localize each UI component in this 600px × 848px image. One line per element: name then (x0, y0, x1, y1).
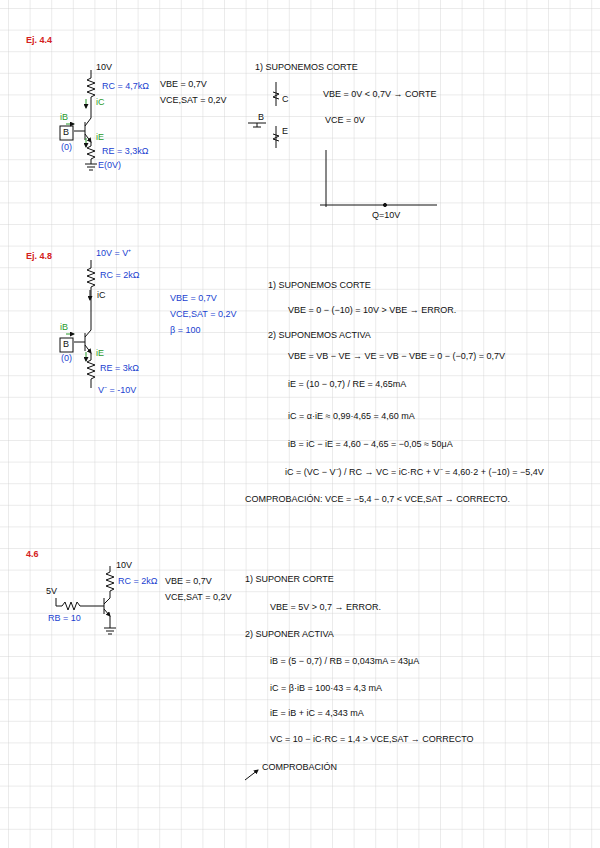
transistor-circuit (56, 566, 258, 780)
exercise-title: 4.6 (26, 550, 39, 560)
calculation-line: iC = β·iB = 100·43 = 4,3 mA (270, 684, 382, 694)
current-label: iB (60, 323, 68, 333)
step-heading: 1) SUPONER CORTE (245, 575, 334, 585)
supply-voltage: 10V (96, 63, 112, 73)
node-voltage: E(0V) (98, 161, 121, 171)
terminal-name: B (63, 128, 69, 138)
calculation-line: iB = iC − iE = 4,60 − 4,65 = −0,05 ≈ 50μ… (288, 440, 453, 450)
step-heading: 1) SUPONEMOS CORTE (268, 281, 371, 291)
terminal-name: B (258, 113, 264, 123)
node-voltage: (0) (61, 354, 72, 364)
given-value: β = 100 (170, 326, 200, 336)
calculation-line: iB = (5 − 0,7) / RB = 0,043mA = 43μA (270, 657, 419, 667)
verification-heading: COMPROBACIÓN (262, 763, 337, 773)
calculation-line: iE = iB + iC = 4,343 mA (270, 709, 364, 719)
calculation-line: VBE = 0 − (−10) = 10V > VBE → ERROR. (288, 306, 456, 316)
supply-voltage: 5V (46, 587, 57, 597)
component-value: RC = 2kΩ (118, 577, 158, 587)
calculation-line: VBE = VB − VE → VE = VB − VBE = 0 − (−0,… (288, 352, 505, 362)
calculation-line: iC = α·iE ≈ 0,99·4,65 = 4,60 mA (288, 412, 415, 422)
component-value: RC = 2kΩ (100, 271, 140, 281)
current-label: iC (96, 98, 105, 108)
terminal-name: E (282, 127, 288, 137)
given-value: VBE = 0,7V (160, 80, 207, 90)
transistor-circuit (60, 70, 437, 207)
calculation-line: VBE = 5V > 0,7 → ERROR. (270, 603, 381, 613)
given-value: VCE,SAT = 0,2V (165, 593, 231, 603)
current-label: iE (96, 133, 104, 143)
given-value: VBE = 0,7V (165, 577, 212, 587)
exercise-title: Ej. 4.4 (26, 36, 52, 46)
given-value: VBE = 0,7V (170, 294, 217, 304)
step-heading: 2) SUPONER ACTIVA (245, 630, 334, 640)
terminal-name: B (63, 340, 69, 350)
calculation-line: VC = 10 − iC·RC = 1,4 > VCE,SAT → CORREC… (270, 735, 474, 745)
node-voltage: (0) (61, 143, 72, 153)
q-point-label: Q=10V (372, 211, 400, 221)
supply-voltage: 10V = V⁺ (96, 249, 131, 259)
calculation-line: VBE = 0V < 0,7V → CORTE (323, 90, 436, 100)
exercise-title: Ej. 4.8 (26, 252, 52, 262)
calculation-line: iC = (VC − V⁻) / RC → VC = iC·RC + V⁻ = … (285, 468, 544, 478)
current-label: iE (96, 349, 104, 359)
verification-line: COMPROBACIÓN: VCE = −5,4 − 0,7 < VCE,SAT… (245, 495, 510, 505)
current-label: iB (60, 113, 68, 123)
component-value: RE = 3,3kΩ (102, 147, 149, 157)
supply-voltage: 10V (116, 561, 132, 571)
step-heading: 2) SUPONEMOS ACTIVA (268, 331, 371, 341)
transistor-circuit (60, 260, 95, 388)
component-value: RC = 4,7kΩ (102, 82, 149, 92)
current-label: iC (97, 291, 106, 301)
supply-voltage: V⁻ = -10V (98, 386, 136, 396)
component-value: RE = 3kΩ (100, 364, 139, 374)
calculation-line: VCE = 0V (325, 116, 365, 126)
component-value: RB = 10 (48, 614, 81, 624)
step-heading: 1) SUPONEMOS CORTE (255, 63, 358, 73)
terminal-name: C (282, 95, 289, 105)
given-value: VCE,SAT = 0,2V (160, 96, 226, 106)
calculation-line: iE = (10 − 0,7) / RE = 4,65mA (288, 380, 406, 390)
given-value: VCE,SAT = 0,2V (170, 310, 236, 320)
